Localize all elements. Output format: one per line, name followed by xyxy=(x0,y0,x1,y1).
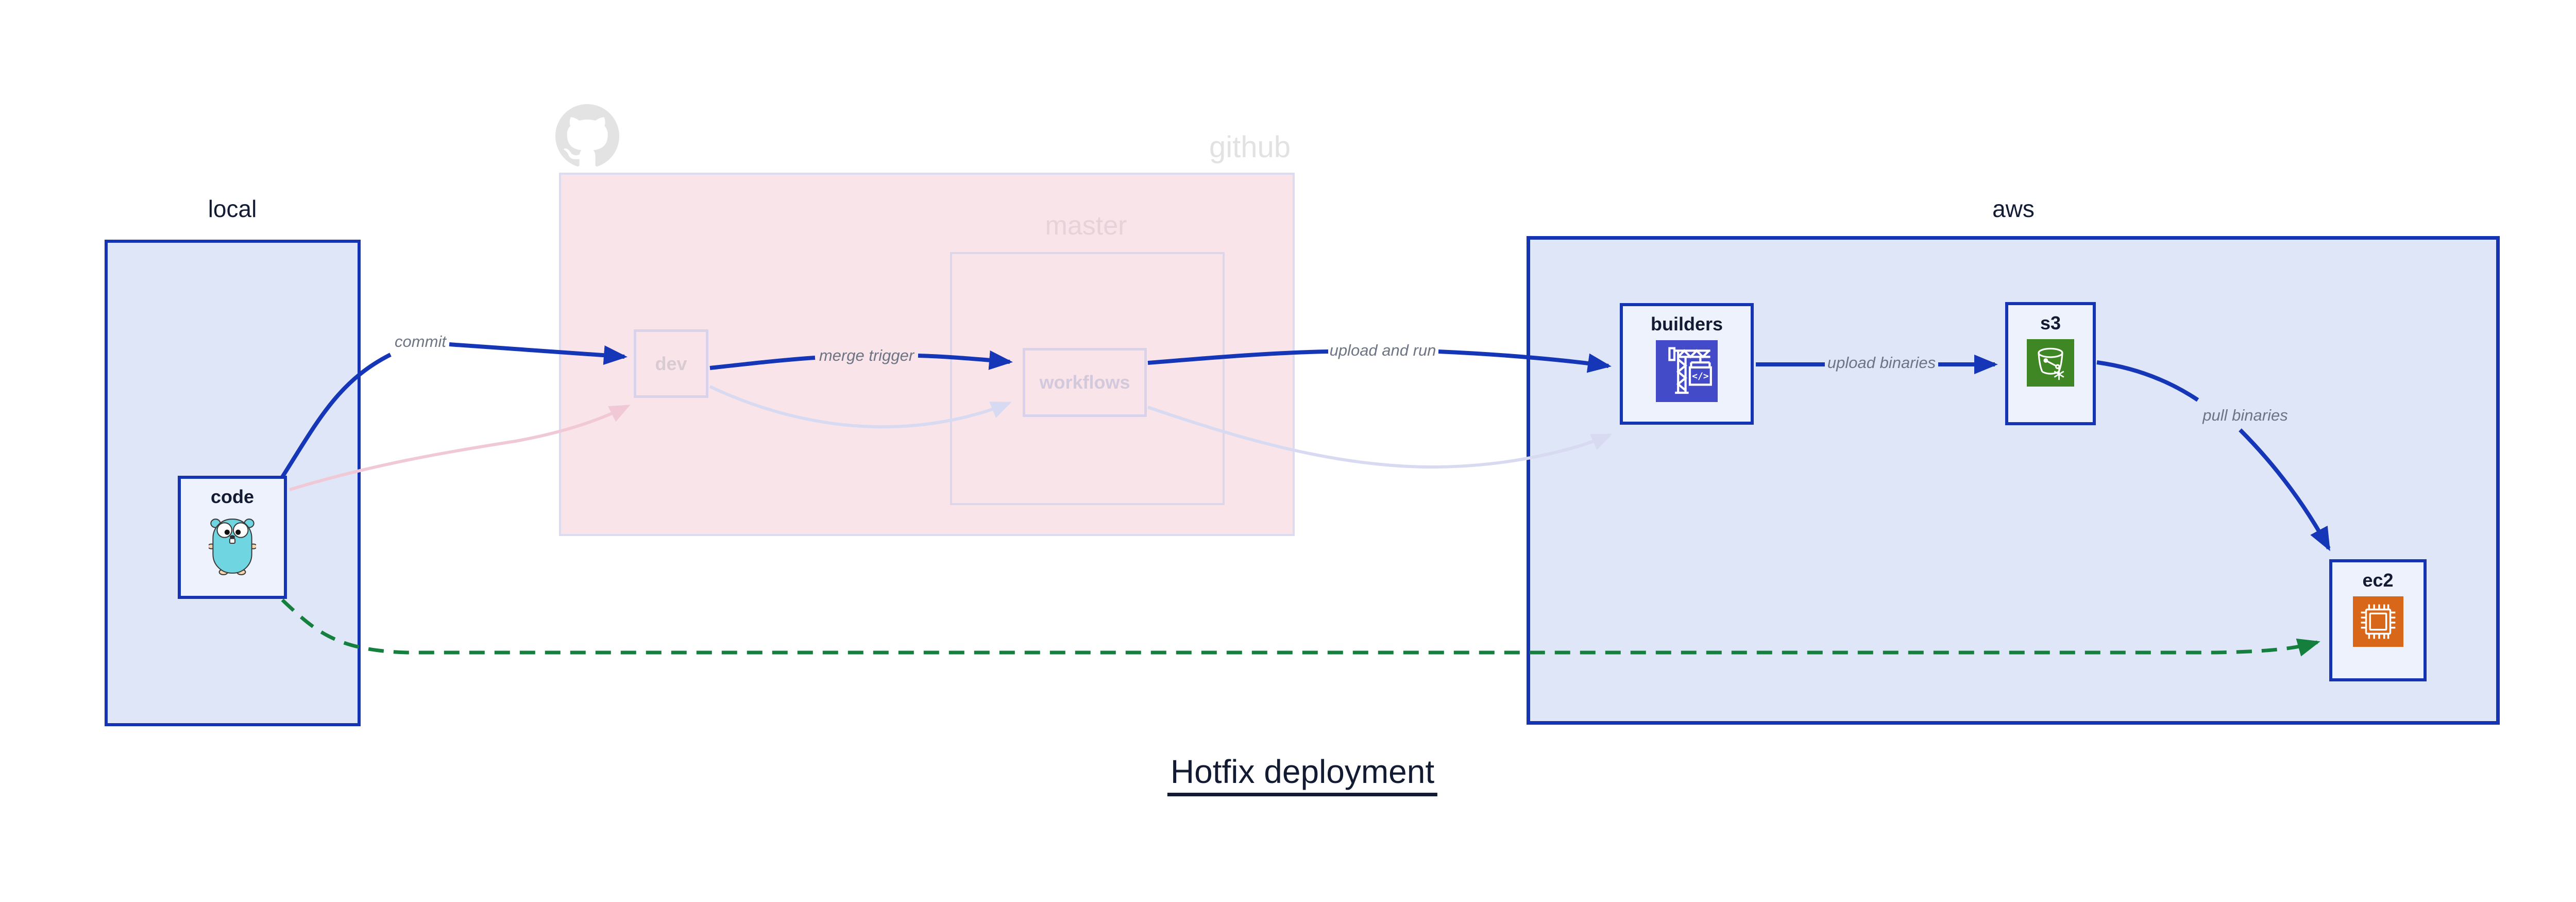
diagram-title: Hotfix deployment xyxy=(1167,753,1438,796)
edge-label-merge-trigger: merge trigger xyxy=(819,346,914,364)
github-octocat-icon xyxy=(555,104,619,166)
master-branch-box xyxy=(950,252,1225,505)
edge-commit-a xyxy=(279,353,392,481)
node-dev-label: dev xyxy=(655,353,687,374)
node-workflows-label: workflows xyxy=(1039,372,1130,393)
edge-merge-faded xyxy=(709,385,1012,429)
node-dev: dev xyxy=(634,329,708,398)
edge-commit-faded xyxy=(289,405,631,491)
edge-label-upload-binaries: upload binaries xyxy=(1827,354,1936,372)
edge-commit-b xyxy=(449,342,628,365)
node-s3: s3 xyxy=(2005,302,2096,425)
edge-pull-binaries-b xyxy=(2239,428,2331,552)
node-ec2-label: ec2 xyxy=(2362,570,2394,591)
edge-hotfix-direct-deploy xyxy=(281,598,2320,657)
edge-upload-and-run-b xyxy=(1438,349,1612,373)
edge-pull-binaries-a xyxy=(2096,360,2199,402)
edge-upload-and-run-a xyxy=(1147,349,1329,365)
node-builders-label: builders xyxy=(1650,313,1723,335)
edge-merge-trigger-b xyxy=(918,350,1013,370)
local-group-label: local xyxy=(208,195,257,222)
edge-merge-trigger-a xyxy=(709,356,816,370)
ec2-chip-icon xyxy=(2352,596,2403,647)
edge-label-upload-and-run: upload and run xyxy=(1329,341,1436,359)
edge-upload-faded xyxy=(1147,406,1613,469)
edge-label-pull-binaries: pull binaries xyxy=(2202,406,2288,424)
node-builders: builders </> xyxy=(1620,303,1754,425)
go-gopher-icon xyxy=(209,519,256,575)
node-workflows: workflows xyxy=(1023,348,1147,417)
node-ec2: ec2 xyxy=(2329,559,2427,681)
node-s3-label: s3 xyxy=(2040,312,2061,333)
edge-label-commit: commit xyxy=(395,332,446,350)
codebuild-crane-icon: </> xyxy=(1656,340,1718,402)
node-code: code xyxy=(178,476,287,599)
node-code-label: code xyxy=(210,486,255,507)
github-group-label: github xyxy=(1209,130,1291,164)
s3-bucket-icon xyxy=(2027,339,2074,387)
svg-text:</>: </> xyxy=(1692,371,1709,382)
aws-group-label: aws xyxy=(1992,195,2035,222)
master-branch-label: master xyxy=(1045,211,1127,241)
